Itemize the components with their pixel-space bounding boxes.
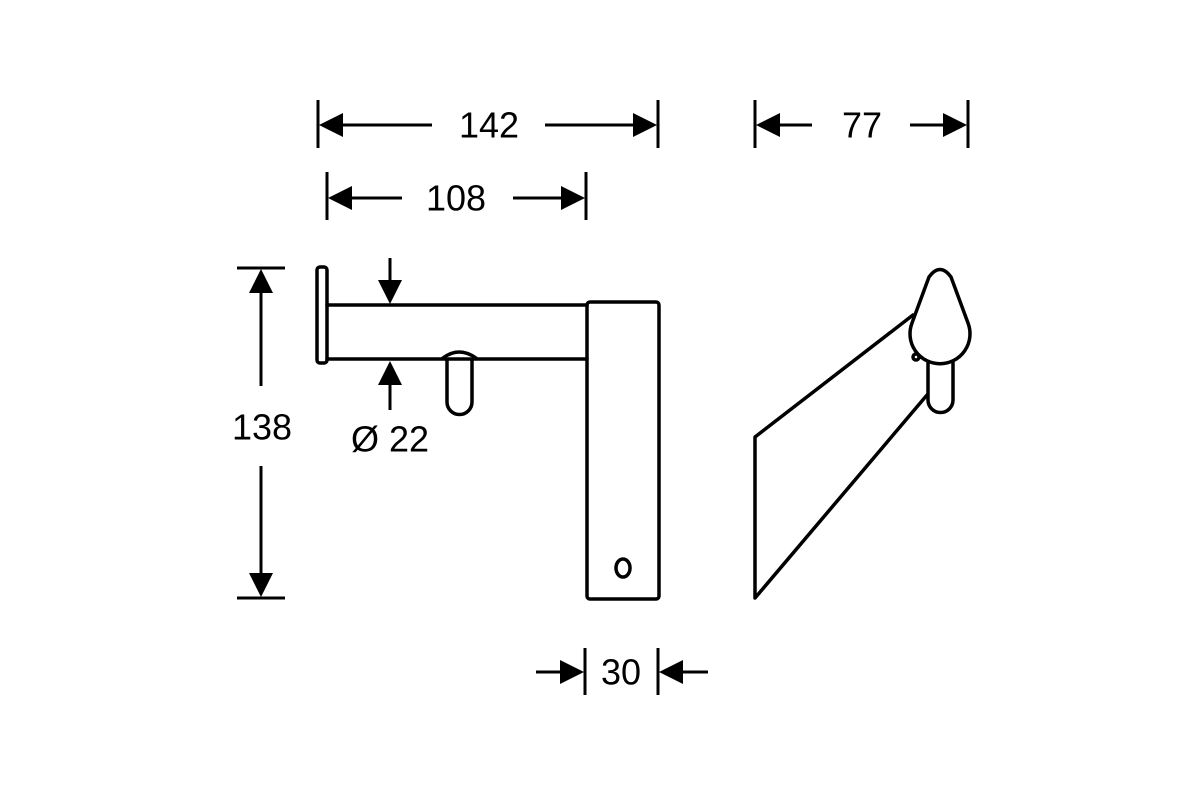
dimension-label: Ø 22 <box>351 419 429 460</box>
set-screw <box>911 352 921 362</box>
dimension-label: 138 <box>232 407 292 448</box>
peg <box>445 358 474 417</box>
teardrop-head <box>908 267 972 366</box>
screw-hole <box>614 557 632 579</box>
dimension-label: 142 <box>459 105 519 146</box>
wall-plate <box>315 265 329 365</box>
dimension-label: 77 <box>842 105 882 146</box>
dimension-108: 108 <box>325 172 588 220</box>
dimension-142: 142 <box>316 100 660 148</box>
side-profile <box>753 313 929 600</box>
dimension-diameter: Ø 22 <box>351 258 429 460</box>
dimension-label: 108 <box>426 178 486 219</box>
bracket-front-view <box>315 265 661 601</box>
dimension-77: 77 <box>753 100 970 148</box>
bracket-side-view <box>753 267 972 600</box>
side-peg <box>926 360 955 415</box>
dimension-138: 138 <box>232 266 292 600</box>
dimension-label: 30 <box>601 652 641 693</box>
end-block <box>585 300 661 601</box>
dimension-30: 30 <box>536 648 708 695</box>
peg-collar <box>441 350 478 360</box>
